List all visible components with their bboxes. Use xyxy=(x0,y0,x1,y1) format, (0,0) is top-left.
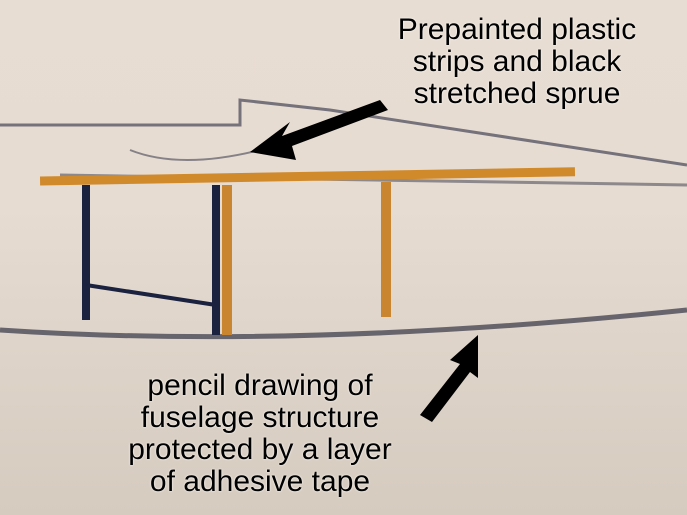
top-longeron-strip xyxy=(39,167,576,186)
pencil-outline-top xyxy=(0,98,687,167)
caption-line: pencil drawing of xyxy=(147,369,373,402)
caption-line: fuselage structure xyxy=(140,401,380,434)
arrow-bottom xyxy=(420,335,478,422)
vertical-strip-1 xyxy=(222,185,232,335)
caption-line: strips and black xyxy=(412,45,622,78)
pencil-outline-bottom xyxy=(0,307,687,340)
black-sprue-2 xyxy=(212,185,220,335)
caption-line: of adhesive tape xyxy=(149,465,371,498)
black-sprue-1 xyxy=(82,185,90,320)
black-sprue-diagonal xyxy=(85,283,217,307)
caption-top: Prepainted plastic strips and black stre… xyxy=(372,14,662,110)
caption-line: stretched sprue xyxy=(413,77,621,110)
caption-line: protected by a layer xyxy=(128,433,392,466)
arrow-top xyxy=(250,100,388,160)
caption-line: Prepainted plastic xyxy=(397,13,637,46)
caption-bottom: pencil drawing of fuselage structure pro… xyxy=(110,370,410,498)
vertical-strip-2 xyxy=(381,182,391,317)
